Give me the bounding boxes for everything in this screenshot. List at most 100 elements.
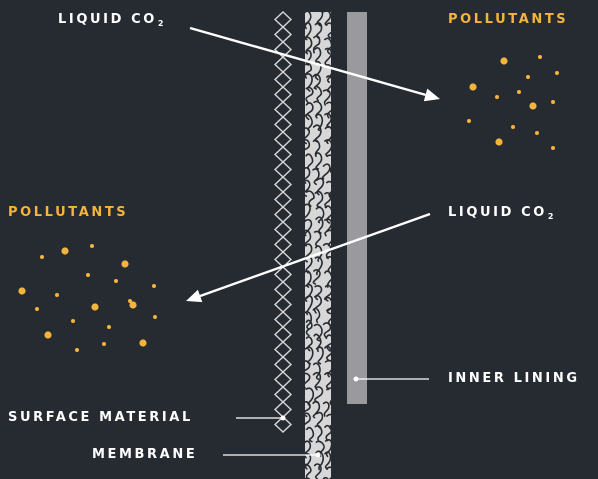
membrane-squiggle: [305, 412, 311, 431]
pollutant-particle: [535, 131, 539, 135]
membrane-squiggle: [305, 139, 311, 151]
membrane-squiggle: [326, 334, 331, 352]
membrane-squiggle: [314, 386, 324, 403]
membrane-squiggle: [324, 372, 331, 391]
membrane-squiggle: [305, 463, 312, 479]
membrane-squiggle: [312, 35, 321, 54]
surface-diamond: [273, 26, 293, 43]
pollutant-particle: [555, 71, 559, 75]
pollutant-particle: [107, 325, 111, 329]
membrane-label: MEMBRANE: [92, 447, 198, 462]
membrane-squiggle: [324, 296, 331, 315]
pollutant-particle: [551, 146, 555, 150]
pollutant-particle: [86, 273, 90, 277]
pollutant-cluster-top: [467, 55, 559, 150]
membrane-squiggle: [326, 22, 331, 39]
pollutant-particle: [526, 75, 530, 79]
membrane-squiggle: [305, 336, 313, 352]
pollutant-particle: [114, 279, 118, 283]
inner-lining-bar: [347, 12, 367, 404]
surface-diamond: [273, 161, 293, 178]
surface-diamond: [273, 176, 293, 193]
membrane-squiggle: [322, 242, 331, 260]
membrane-squiggle: [306, 426, 315, 443]
surface-diamond: [273, 11, 293, 28]
membrane-squiggle: [305, 453, 312, 470]
membrane-squiggle: [315, 152, 323, 170]
surface-diamond: [273, 326, 293, 343]
arrow-shaft: [189, 26, 426, 97]
surface-diamond: [273, 71, 293, 88]
pollutant-particle: [121, 260, 129, 268]
membrane-squiggle: [305, 243, 313, 263]
membrane-squiggle: [305, 127, 310, 145]
membrane-squiggle: [324, 359, 331, 378]
membrane-squiggle: [324, 345, 331, 362]
membrane-squiggle: [313, 294, 323, 314]
pollutants-label-top: POLLUTANTS: [448, 12, 569, 27]
surface-diamond: [273, 86, 293, 103]
pollutant-particle: [495, 138, 503, 146]
membrane-squiggle: [305, 440, 312, 459]
membrane-squiggle: [314, 47, 322, 63]
arrow-shaft: [199, 212, 431, 298]
surface-diamond: [273, 236, 293, 253]
membrane-squiggle: [324, 47, 331, 67]
membrane-squiggle: [324, 270, 331, 288]
membrane-squiggle: [322, 476, 329, 479]
membrane-squiggle: [312, 168, 320, 186]
membrane-squiggle: [315, 216, 324, 234]
membrane-squiggle: [315, 450, 324, 471]
arrow-head: [186, 289, 203, 303]
membrane-squiggle: [314, 424, 323, 442]
membrane-squiggle: [324, 438, 331, 458]
membrane-squiggle: [314, 245, 323, 262]
arrows-group: [186, 26, 440, 303]
membrane-squiggle: [324, 112, 331, 129]
surface-diamond: [273, 116, 293, 133]
membrane-squiggle: [314, 285, 323, 301]
membrane-squiggle: [326, 101, 331, 119]
membrane-squiggle: [313, 323, 323, 342]
surface-diamond: [273, 341, 293, 358]
surface-diamond: [273, 101, 293, 118]
membrane-dot: [315, 452, 321, 458]
surface-material-layer: [273, 11, 293, 433]
membrane-squiggle: [305, 12, 312, 30]
co2-arrow-left: [186, 212, 431, 303]
membrane-squiggle: [315, 346, 324, 365]
surface-diamond: [273, 371, 293, 388]
membrane-squiggle: [305, 203, 311, 222]
surface-diamond: [273, 206, 293, 223]
membrane-squiggle: [326, 180, 331, 199]
liquid-co2-text: LIQUID CO: [58, 12, 157, 27]
pollutant-particle: [152, 284, 156, 288]
arrow-head: [423, 88, 440, 102]
membrane-squiggle: [305, 167, 311, 184]
membrane-squiggle: [321, 163, 331, 180]
membrane-squiggle: [326, 256, 331, 272]
surface-diamond: [273, 146, 293, 163]
pollutant-particle: [35, 307, 39, 311]
membrane-squiggle: [314, 256, 323, 276]
membrane-squiggle: [312, 269, 321, 285]
surface-material-dot: [280, 415, 286, 421]
membrane-squiggle: [305, 179, 311, 197]
membrane-squiggle: [322, 89, 331, 106]
pollutant-particle: [529, 102, 537, 110]
surface-diamond: [273, 401, 293, 418]
liquid-co2-text: LIQUID CO: [448, 205, 547, 220]
membrane-squiggle: [305, 218, 313, 237]
membrane-squiggle: [324, 64, 331, 84]
membrane-squiggle: [313, 463, 322, 479]
pollutant-particle: [511, 125, 515, 129]
surface-diamond: [273, 356, 293, 373]
membrane-squiggle: [305, 319, 313, 337]
membrane-squiggle: [313, 230, 322, 247]
membrane-squiggle: [324, 37, 331, 55]
membrane-layer: [305, 12, 331, 479]
pollutant-particle: [18, 287, 26, 295]
pollutant-particle: [91, 303, 99, 311]
